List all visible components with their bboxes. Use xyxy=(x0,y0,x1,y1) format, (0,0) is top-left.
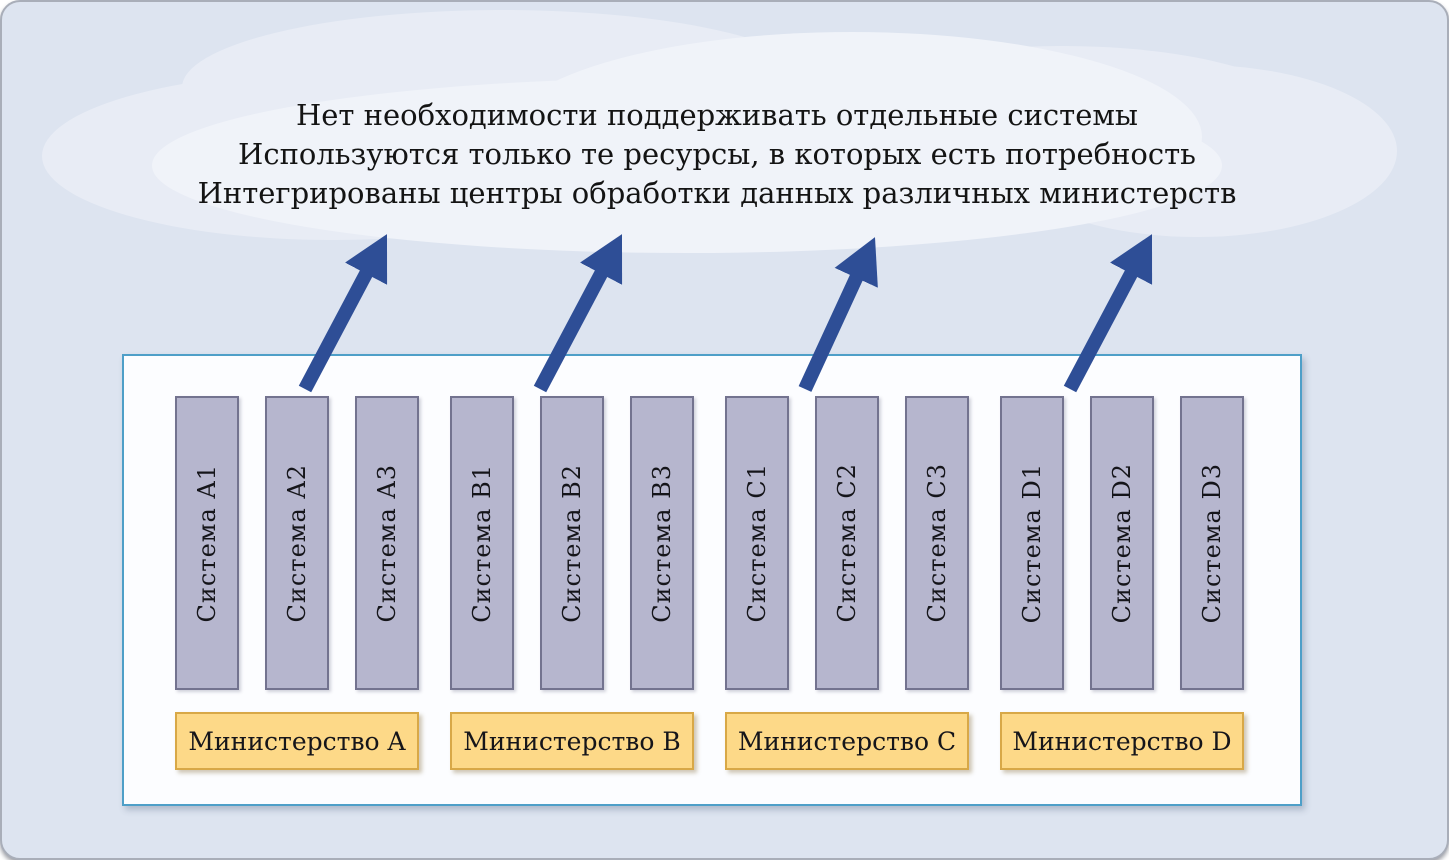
system-bar: Система B2 xyxy=(540,396,604,690)
system-label: Система A2 xyxy=(283,463,311,623)
system-bar: Система A2 xyxy=(265,396,329,690)
system-bar: Система C1 xyxy=(725,396,789,690)
system-bar: Система C3 xyxy=(905,396,969,690)
system-label: Система D3 xyxy=(1198,462,1226,624)
cloud-text: Нет необходимости поддерживать отдельные… xyxy=(32,96,1402,213)
ministry-box: Министерство B xyxy=(450,712,694,770)
ministry-box: Министерство C xyxy=(725,712,969,770)
ministry-box: Министерство A xyxy=(175,712,419,770)
system-label: Система D2 xyxy=(1108,462,1136,624)
systems-panel: Система A1 Система A2 Система A3 Министе… xyxy=(122,354,1302,806)
system-label: Система D1 xyxy=(1018,462,1046,624)
ministry-group-b: Система B1 Система B2 Система B3 Министе… xyxy=(450,396,694,804)
system-bar: Система B1 xyxy=(450,396,514,690)
system-label: Система C3 xyxy=(923,463,951,623)
bars-row: Система B1 Система B2 Система B3 xyxy=(450,396,694,690)
ministry-box: Министерство D xyxy=(1000,712,1244,770)
system-label: Система B3 xyxy=(648,463,676,623)
system-bar: Система D3 xyxy=(1180,396,1244,690)
system-bar: Система C2 xyxy=(815,396,879,690)
system-label: Система B2 xyxy=(558,463,586,623)
cloud-line-2: Используются только те ресурсы, в которы… xyxy=(238,137,1196,171)
ministry-group-c: Система C1 Система C2 Система C3 Министе… xyxy=(725,396,969,804)
system-bar: Система A1 xyxy=(175,396,239,690)
ministry-group-d: Система D1 Система D2 Система D3 Министе… xyxy=(1000,396,1244,804)
cloud-line-3: Интегрированы центры обработки данных ра… xyxy=(197,176,1237,210)
system-bar: Система B3 xyxy=(630,396,694,690)
cloud-ellipse xyxy=(152,78,1222,253)
system-bar: Система D2 xyxy=(1090,396,1154,690)
bars-row: Система D1 Система D2 Система D3 xyxy=(1000,396,1244,690)
system-label: Система A3 xyxy=(373,463,401,623)
system-label: Система B1 xyxy=(468,463,496,623)
system-label: Система C1 xyxy=(743,463,771,623)
system-label: Система C2 xyxy=(833,463,861,623)
system-bar: Система A3 xyxy=(355,396,419,690)
system-bar: Система D1 xyxy=(1000,396,1064,690)
bars-row: Система C1 Система C2 Система C3 xyxy=(725,396,969,690)
ministry-group-a: Система A1 Система A2 Система A3 Министе… xyxy=(175,396,419,804)
bars-row: Система A1 Система A2 Система A3 xyxy=(175,396,419,690)
cloud: Нет необходимости поддерживать отдельные… xyxy=(32,10,1402,260)
cloud-line-1: Нет необходимости поддерживать отдельные… xyxy=(295,98,1139,132)
system-label: Система A1 xyxy=(193,463,221,623)
